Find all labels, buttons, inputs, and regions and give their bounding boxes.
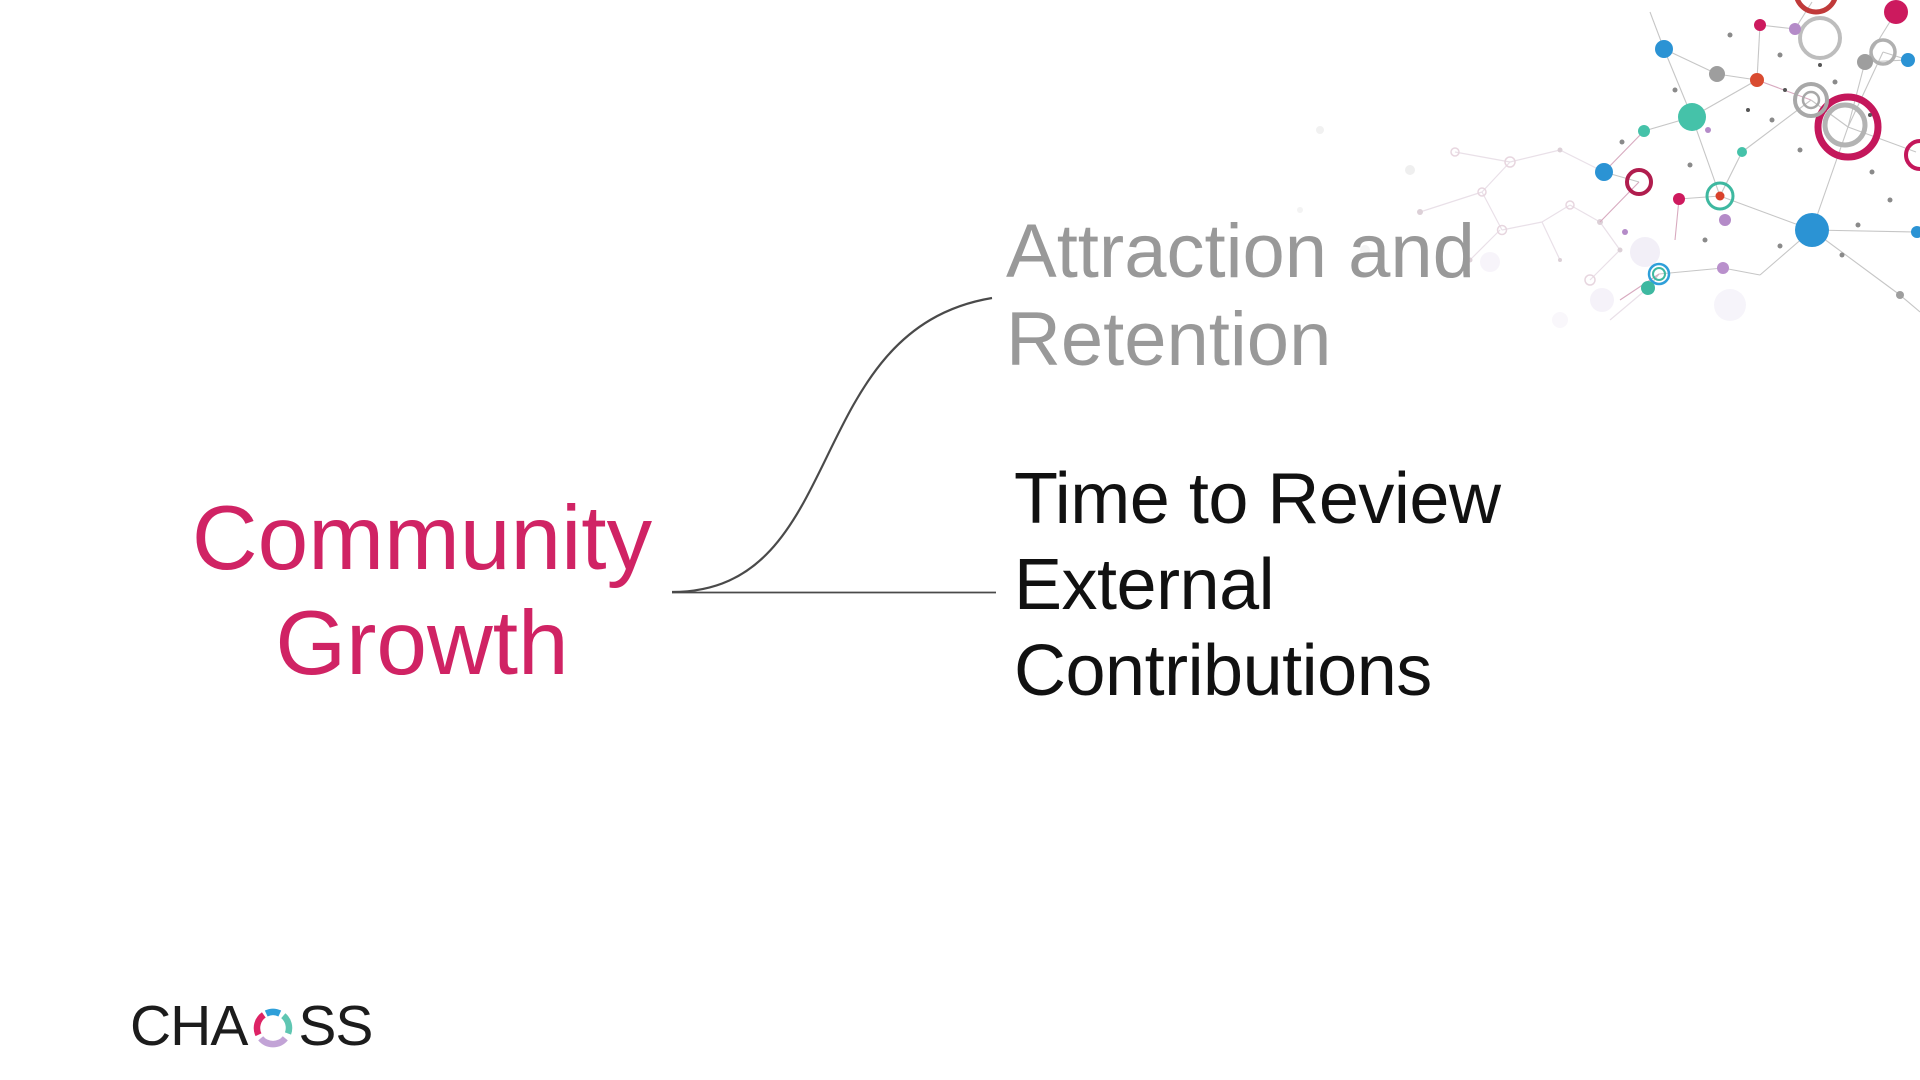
root-topic-line: Growth bbox=[275, 593, 569, 694]
root-topic-line: Community bbox=[191, 488, 653, 589]
branch-time-to-review-external-contributions: Time to Review External Contributions bbox=[1014, 456, 1574, 714]
branch-label-line: Contributions bbox=[1014, 631, 1432, 711]
mindmap-root-community-growth: Community Growth bbox=[142, 486, 702, 696]
network-lines-pink bbox=[1599, 79, 1812, 301]
chaoss-logo-text-ss: SS bbox=[298, 994, 373, 1058]
network-nodes bbox=[1595, 0, 1920, 299]
branch-attraction-retention: Attraction and Retention bbox=[1006, 208, 1566, 384]
branch-label-line: Retention bbox=[1006, 297, 1332, 382]
branch-label-line: External bbox=[1014, 545, 1275, 625]
chaoss-logo-o-ring-icon bbox=[254, 1008, 293, 1047]
network-faint-blobs bbox=[1297, 126, 1746, 328]
branch-label-line: Attraction and bbox=[1006, 209, 1475, 294]
connector-curve-attraction-retention bbox=[671, 296, 993, 594]
network-decoration-graphic bbox=[1297, 0, 1920, 328]
chaoss-logo: CHA SS bbox=[130, 994, 373, 1058]
network-dots bbox=[1619, 32, 1893, 258]
branch-label-line: Time to Review bbox=[1014, 459, 1501, 539]
chaoss-logo-text-cha: CHA bbox=[130, 994, 248, 1058]
